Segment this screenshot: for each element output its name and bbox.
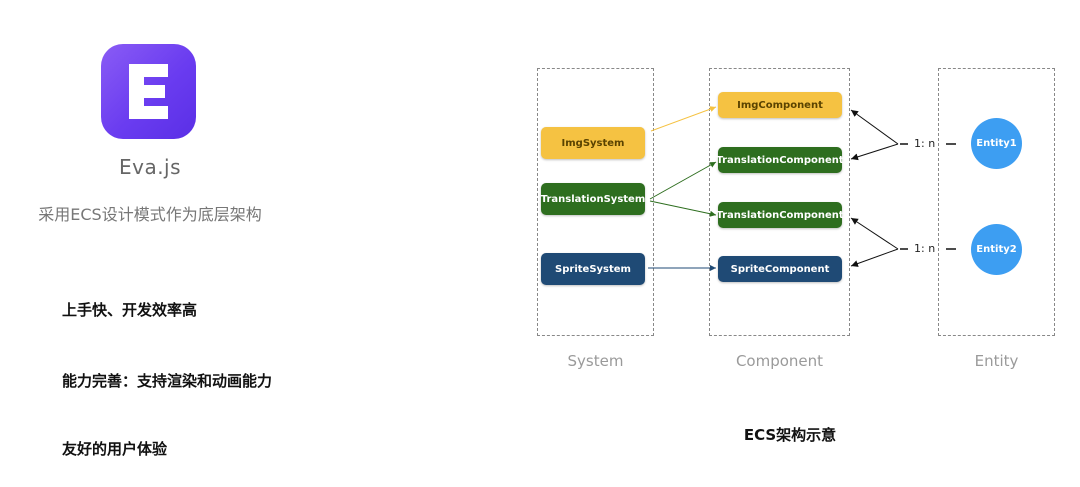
entity1-node: Entity1 (971, 118, 1022, 169)
tagline: 采用ECS设计模式作为底层架构 (38, 205, 262, 224)
translation-system-node: TranslationSystem (541, 183, 645, 215)
sprite-system-node: SpriteSystem (541, 253, 645, 285)
eva-logo-icon (101, 44, 196, 139)
relation-label: 1: n (914, 137, 936, 150)
feature-item: 能力完善：支持渲染和动画能力 (62, 372, 273, 390)
system-column-label: System (567, 352, 624, 370)
img-component-node: ImgComponent (718, 92, 842, 118)
img-system-node: ImgSystem (541, 127, 645, 159)
feature-item: 友好的用户体验 (62, 440, 168, 458)
relation-label: 1: n (914, 242, 936, 255)
edge-entity1-img (850, 109, 899, 145)
diagram-caption: ECS架构示意 (743, 426, 837, 444)
translation-component-node: TranslationComponent (716, 202, 844, 228)
edge-translation-1 (649, 161, 717, 200)
app-name: Eva.js (118, 155, 182, 179)
edge-entity1-translation (850, 143, 899, 161)
feature-item: 上手快、开发效率高 (62, 301, 198, 319)
component-column-box (709, 68, 850, 336)
entity2-node: Entity2 (971, 224, 1022, 275)
edge-img (650, 106, 717, 132)
component-column-label: Component (735, 352, 824, 370)
edge-translation-2 (649, 200, 717, 217)
edge-entity2-sprite (850, 248, 899, 267)
entity-column-box (938, 68, 1055, 336)
translation-component-node: TranslationComponent (716, 147, 844, 173)
sprite-component-node: SpriteComponent (718, 256, 842, 282)
entity-column-label: Entity (974, 352, 1019, 370)
edge-entity2-translation (850, 217, 899, 250)
logo-letter-e-icon (129, 64, 168, 119)
